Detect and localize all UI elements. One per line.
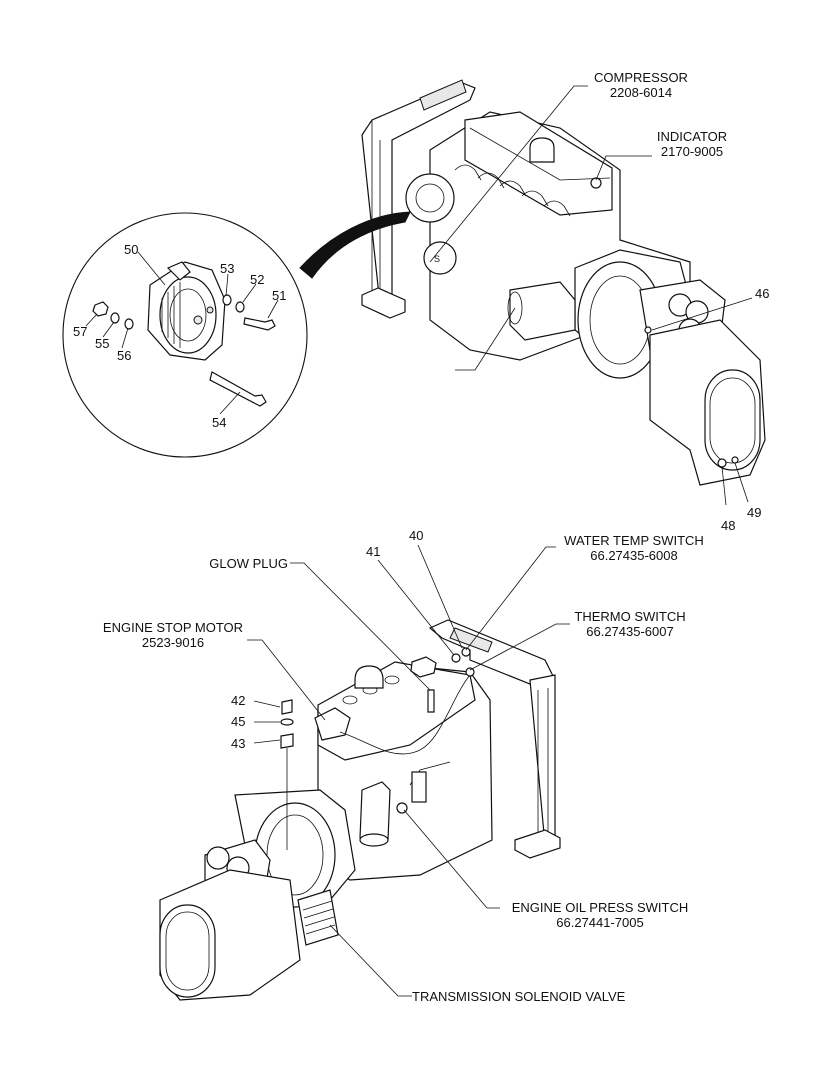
alternator-detail-view	[62, 212, 308, 458]
callout-water-temp-switch: WATER TEMP SWITCH 66.27435-6008	[554, 533, 714, 563]
callout-compressor: COMPRESSOR 2208-6014	[586, 70, 696, 100]
compressor-label: COMPRESSOR	[594, 70, 688, 85]
callout-indicator: INDICATOR 2170-9005	[644, 129, 740, 159]
part-number-56: 56	[117, 348, 132, 363]
part-number-49: 49	[747, 505, 762, 520]
engine-oil-press-switch-label: ENGINE OIL PRESS SWITCH	[511, 900, 689, 915]
bottom-engine-assembly	[159, 619, 561, 1001]
part-number-57: 57	[73, 324, 88, 339]
water-temp-switch-label: WATER TEMP SWITCH	[564, 533, 704, 548]
callout-engine-oil-press-switch: ENGINE OIL PRESS SWITCH 66.27441-7005	[500, 900, 700, 930]
transmission-solenoid-valve-label: TRANSMISSION SOLENOID VALVE	[412, 989, 626, 1004]
engine-oil-press-switch-part-number: 66.27441-7005	[556, 915, 644, 930]
indicator-part-number: 2170-9005	[660, 144, 724, 159]
indicator-label: INDICATOR	[656, 129, 728, 144]
part-number-51: 51	[272, 288, 287, 303]
part-number-54: 54	[212, 415, 227, 430]
compressor-part-number: 2208-6014	[609, 85, 673, 100]
part-number-55: 55	[95, 336, 110, 351]
water-temp-switch-part-number: 66.27435-6008	[590, 548, 678, 563]
part-number-46: 46	[755, 286, 770, 301]
callout-engine-stop-motor: ENGINE STOP MOTOR 2523-9016	[92, 620, 254, 650]
part-number-52: 52	[250, 272, 265, 287]
part-number-42: 42	[231, 693, 246, 708]
part-number-48: 48	[721, 518, 736, 533]
thermo-switch-label: THERMO SWITCH	[574, 609, 686, 624]
glow-plug-label: GLOW PLUG	[209, 556, 288, 571]
top-engine-assembly: S	[361, 79, 766, 486]
callout-glow-plug: GLOW PLUG	[194, 556, 288, 571]
thermo-switch-part-number: 66.27435-6007	[586, 624, 674, 639]
svg-text:S: S	[434, 254, 440, 264]
part-number-40: 40	[409, 528, 424, 543]
top-leader-lines	[429, 85, 753, 506]
part-number-45: 45	[231, 714, 246, 729]
callout-thermo-switch: THERMO SWITCH 66.27435-6007	[566, 609, 694, 639]
part-number-50: 50	[124, 242, 139, 257]
engine-stop-motor-part-number: 2523-9016	[141, 635, 205, 650]
engine-stop-motor-label: ENGINE STOP MOTOR	[102, 620, 244, 635]
bottom-leader-lines	[247, 544, 570, 997]
callout-transmission-solenoid-valve: TRANSMISSION SOLENOID VALVE	[412, 989, 648, 1004]
part-number-41: 41	[366, 544, 381, 559]
part-number-53: 53	[220, 261, 235, 276]
detail-pointer-arrow	[299, 211, 411, 279]
part-number-43: 43	[231, 736, 246, 751]
